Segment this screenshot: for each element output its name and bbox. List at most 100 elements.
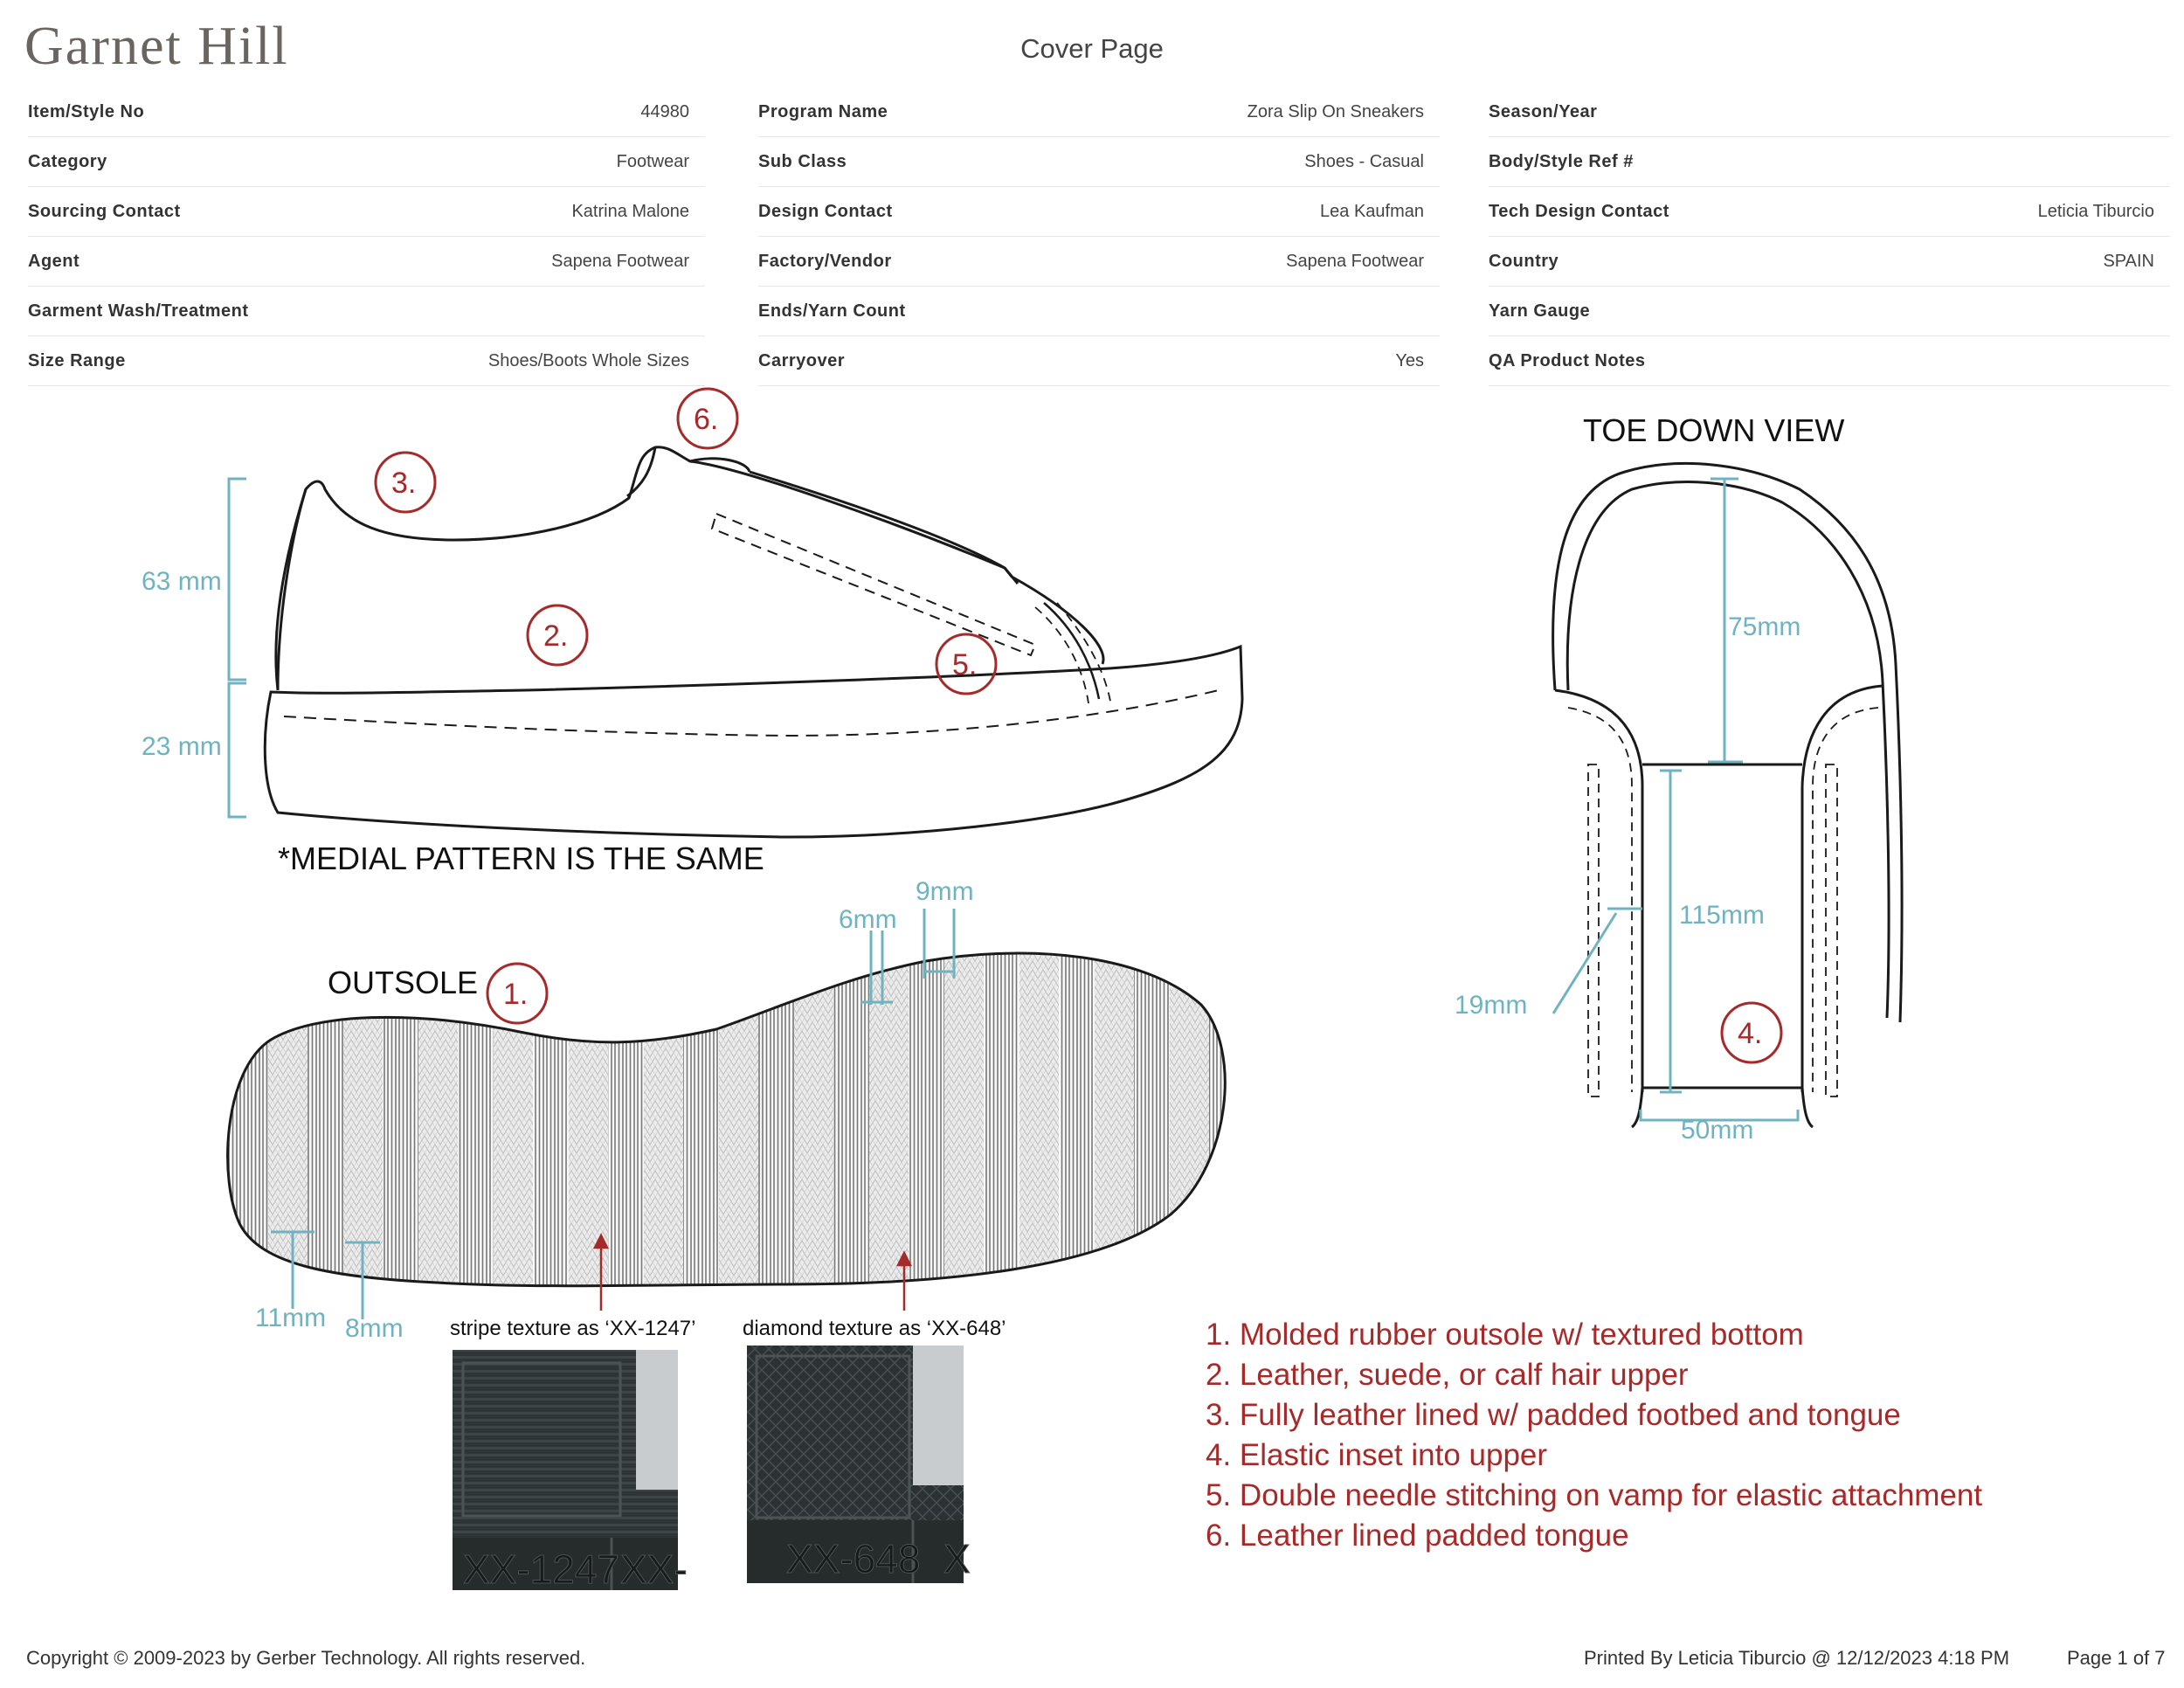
dim-115mm: 115mm: [1679, 901, 1765, 930]
info-column-3: Season/Year Body/Style Ref # Tech Design…: [1489, 87, 2170, 386]
info-row-program-name: Program Name Zora Slip On Sneakers: [758, 87, 1440, 137]
note-item: 5. Double needle stitching on vamp for e…: [1206, 1478, 1983, 1512]
callout-circles-side: [374, 387, 998, 695]
info-label: Factory/Vendor: [758, 251, 892, 271]
info-label: QA Product Notes: [1489, 350, 1646, 370]
callout-3: 3.: [391, 467, 416, 500]
note-item: 4. Elastic inset into upper: [1206, 1438, 1548, 1472]
diamond-code-2: X: [943, 1536, 971, 1581]
info-row-carryover: Carryover Yes: [758, 336, 1440, 386]
outsole-title: OUTSOLE: [328, 965, 478, 1000]
info-label: Sub Class: [758, 151, 847, 171]
callout-2: 2.: [543, 619, 568, 653]
info-row-body-style-ref: Body/Style Ref #: [1489, 137, 2170, 187]
info-row-qa-notes: QA Product Notes: [1489, 336, 2170, 386]
info-row-category: Category Footwear: [28, 137, 705, 187]
info-row-design-contact: Design Contact Lea Kaufman: [758, 187, 1440, 237]
footer-copyright: Copyright © 2009-2023 by Gerber Technolo…: [26, 1647, 586, 1669]
info-label: Season/Year: [1489, 101, 1598, 121]
info-row-factory-vendor: Factory/Vendor Sapena Footwear: [758, 237, 1440, 287]
info-value: Zora Slip On Sneakers: [1247, 101, 1424, 121]
footer-printed-by: Printed By Leticia Tiburcio @ 12/12/2023…: [1584, 1647, 2010, 1669]
dim-11mm: 11mm: [255, 1304, 326, 1332]
info-row-ends-yarn-count: Ends/Yarn Count: [758, 287, 1440, 336]
dim-75mm: 75mm: [1728, 612, 1800, 641]
info-label: Sourcing Contact: [28, 201, 181, 221]
info-row-agent: Agent Sapena Footwear: [28, 237, 705, 287]
brand-logo: Garnet Hill: [24, 17, 289, 76]
note-item: 2. Leather, suede, or calf hair upper: [1206, 1358, 1689, 1392]
callout-5: 5.: [952, 648, 977, 681]
info-row-country: Country SPAIN: [1489, 237, 2170, 287]
info-value: Shoes/Boots Whole Sizes: [487, 350, 689, 370]
diamond-code: XX-648: [786, 1536, 920, 1581]
info-label: Agent: [28, 251, 80, 271]
diamond-texture-swatch: [747, 1346, 964, 1583]
callout-1: 1.: [503, 978, 528, 1011]
info-label: Ends/Yarn Count: [758, 301, 906, 321]
info-label: Carryover: [758, 350, 846, 370]
info-value: Leticia Tiburcio: [2037, 201, 2154, 221]
info-label: Tech Design Contact: [1489, 201, 1669, 221]
info-label: Category: [28, 151, 107, 171]
info-column-1: Item/Style No 44980 Category Footwear So…: [28, 87, 705, 386]
info-row-style-no: Item/Style No 44980: [28, 87, 705, 137]
toe-view-dimensions: [1552, 477, 1800, 1122]
info-row-size-range: Size Range Shoes/Boots Whole Sizes: [28, 336, 705, 386]
note-item: 6. Leather lined padded tongue: [1206, 1519, 1629, 1553]
info-row-sub-class: Sub Class Shoes - Casual: [758, 137, 1440, 187]
stripe-texture-swatch: [453, 1350, 678, 1590]
note-item: 1. Molded rubber outsole w/ textured bot…: [1206, 1318, 1804, 1352]
info-label: Garment Wash/Treatment: [28, 301, 249, 321]
info-value: Shoes - Casual: [1304, 151, 1424, 171]
info-label: Design Contact: [758, 201, 893, 221]
info-row-season-year: Season/Year: [1489, 87, 2170, 137]
info-value: Footwear: [616, 151, 689, 171]
side-view-height-dimensions: [227, 477, 246, 819]
info-label: Yarn Gauge: [1489, 301, 1591, 321]
medial-note: *MEDIAL PATTERN IS THE SAME: [278, 841, 764, 876]
page-title: Cover Page: [1020, 33, 1164, 64]
info-row-tech-design-contact: Tech Design Contact Leticia Tiburcio: [1489, 187, 2170, 237]
info-label: Size Range: [28, 350, 126, 370]
dim-50mm: 50mm: [1681, 1116, 1753, 1145]
info-value: Katrina Malone: [571, 201, 689, 221]
stripe-code-2: XX-: [620, 1546, 688, 1592]
diamond-caption: diamond texture as ‘XX-648’: [743, 1317, 1006, 1340]
info-label: Program Name: [758, 101, 888, 121]
stripe-code: XX-1247: [463, 1546, 619, 1592]
info-label: Item/Style No: [28, 101, 145, 121]
info-value: Yes: [1395, 350, 1424, 370]
info-label: Body/Style Ref #: [1489, 151, 1634, 171]
note-item: 3. Fully leather lined w/ padded footbed…: [1206, 1398, 1901, 1432]
callout-4: 4.: [1738, 1017, 1762, 1050]
footer-page-number: Page 1 of 7: [2067, 1647, 2166, 1669]
callout-circle-1: [486, 962, 549, 1025]
callout-6: 6.: [694, 403, 718, 436]
outsole-dimensions: [271, 909, 956, 1319]
dim-8mm: 8mm: [345, 1314, 404, 1343]
dim-9mm: 9mm: [916, 877, 974, 906]
dim-6mm: 6mm: [839, 905, 897, 934]
info-value: Sapena Footwear: [551, 251, 689, 271]
info-row-wash-treatment: Garment Wash/Treatment: [28, 287, 705, 336]
info-value: 44980: [640, 101, 689, 121]
toe-down-view: [1552, 462, 1904, 1129]
toe-view-title: TOE DOWN VIEW: [1583, 412, 1844, 448]
sneaker-side-view: [263, 446, 1244, 839]
dim-23mm: 23 mm: [142, 732, 222, 761]
info-value: Sapena Footwear: [1286, 251, 1424, 271]
info-row-yarn-gauge: Yarn Gauge: [1489, 287, 2170, 336]
construction-notes: 1. Molded rubber outsole w/ textured bot…: [1206, 1315, 2167, 1556]
texture-pointer-arrows: [592, 1233, 913, 1311]
info-column-2: Program Name Zora Slip On Sneakers Sub C…: [758, 87, 1440, 386]
dim-19mm: 19mm: [1455, 991, 1527, 1020]
info-value: SPAIN: [2103, 251, 2154, 271]
dim-63mm: 63 mm: [142, 567, 222, 596]
info-label: Country: [1489, 251, 1559, 271]
stripe-caption: stripe texture as ‘XX-1247’: [450, 1317, 695, 1340]
info-row-sourcing-contact: Sourcing Contact Katrina Malone: [28, 187, 705, 237]
callout-circle-4: [1720, 1001, 1783, 1064]
info-value: Lea Kaufman: [1320, 201, 1424, 221]
